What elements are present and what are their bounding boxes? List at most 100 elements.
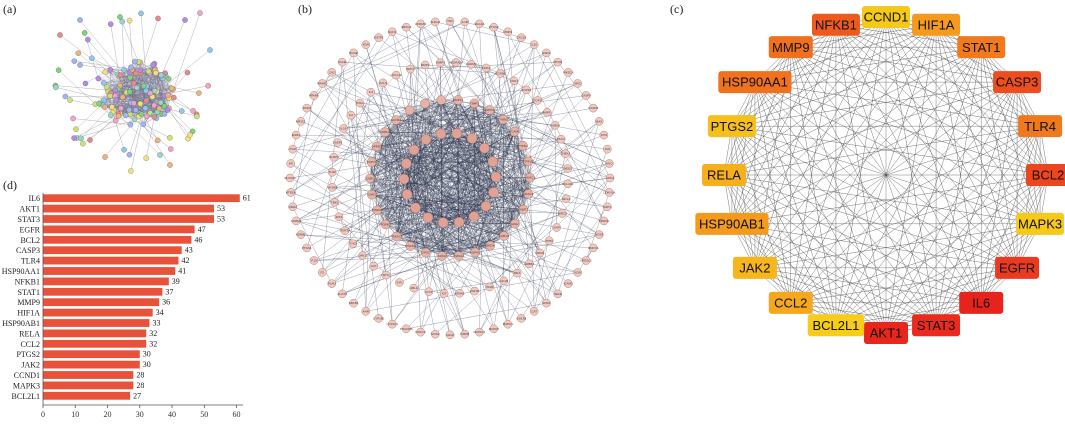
network-node <box>334 212 344 222</box>
network-node <box>481 63 491 73</box>
network-node-label: WEE1 <box>563 167 572 171</box>
network-node <box>556 134 566 144</box>
hub-node-il6: IL6 <box>959 291 1004 314</box>
network-node-label: TYK2 <box>349 242 357 246</box>
string-node <box>128 64 134 71</box>
network-node <box>366 157 377 167</box>
bar-hsp90aa1 <box>43 267 176 275</box>
network-node-label: ADORA2A <box>449 61 463 65</box>
string-node <box>143 155 149 161</box>
hub-node-label: EGFR <box>999 260 1035 275</box>
bar-value-label: 28 <box>136 381 144 390</box>
network-node <box>339 124 348 133</box>
network-node <box>416 327 425 337</box>
hub-node-label: MAPK3 <box>1018 216 1062 231</box>
string-node <box>171 94 177 101</box>
network-node-label: HTR2A <box>286 190 296 194</box>
string-node <box>117 72 124 78</box>
network-node <box>340 226 350 235</box>
network-node-label: MMP2 <box>503 30 512 34</box>
string-node <box>112 87 118 94</box>
network-node <box>561 194 571 204</box>
network-node <box>460 17 470 27</box>
string-node <box>121 67 127 73</box>
network-node-label: CDK4 <box>606 176 614 180</box>
bar-category-label: MMP9 <box>17 298 40 307</box>
bar-category-label: PTGS2 <box>16 350 40 359</box>
string-node <box>187 132 193 138</box>
hub-node-label: HIF1A <box>918 17 955 32</box>
network-node <box>488 187 499 198</box>
network-node-label: BTK <box>383 273 389 277</box>
network-node <box>588 243 598 253</box>
network-node-label: THBD <box>499 117 508 121</box>
network-node-label: CASP9 <box>581 93 591 97</box>
network-node <box>381 270 391 280</box>
network-node-label: PPARA <box>309 93 319 97</box>
network-node-label: ERBB2 <box>524 262 534 266</box>
bar-rela <box>43 329 147 338</box>
network-node <box>509 76 519 86</box>
string-node <box>77 17 83 23</box>
network-node <box>552 223 561 232</box>
network-node-label: CHEK1 <box>560 152 570 156</box>
network-node-label: FLT3 <box>425 290 432 294</box>
string-node <box>156 105 162 112</box>
bar-category-label: MAPK3 <box>13 381 40 390</box>
network-node <box>594 230 604 239</box>
hub-node-bcl2l1: BCL2L1 <box>807 314 865 337</box>
network-node <box>286 159 295 168</box>
string-node <box>138 111 145 117</box>
network-node <box>542 108 552 117</box>
string-node <box>119 94 126 101</box>
bar-value-label: 36 <box>162 298 170 307</box>
network-node-label: PARP1 <box>542 110 552 114</box>
network-node <box>544 236 554 246</box>
hub-node-label: STAT3 <box>917 318 956 333</box>
network-node-label: JUN <box>604 147 610 151</box>
bar-category-label: BCL2 <box>20 236 40 245</box>
bar-category-label: CCL2 <box>20 340 40 349</box>
string-node <box>143 87 149 94</box>
x-tick-label: 0 <box>41 410 45 419</box>
network-node-label: CCL5 <box>379 81 387 85</box>
hub-node-label: HSP90AA1 <box>722 75 788 90</box>
bar-value-label: 30 <box>143 350 151 359</box>
network-node <box>445 330 455 340</box>
network-node-label: SELE <box>554 292 562 296</box>
network-node <box>533 96 542 105</box>
hub-node-nfkb1: NFKB1 <box>811 13 860 36</box>
network-node-label: IL4 <box>369 90 374 94</box>
network-node <box>525 172 535 183</box>
network-node-label: AURKA <box>550 123 560 127</box>
string-network-panel <box>52 10 213 174</box>
network-node <box>309 91 319 100</box>
string-node <box>55 67 62 73</box>
network-node-label: MMP3 <box>436 61 445 65</box>
string-node <box>207 47 213 53</box>
network-node <box>542 48 551 58</box>
x-tick-label: 20 <box>104 410 112 419</box>
network-node-label: IL2 <box>349 113 354 117</box>
string-node <box>150 62 156 68</box>
bar-value-label: 61 <box>243 194 251 203</box>
network-node <box>420 247 431 258</box>
network-node-label: NOS2 <box>431 332 440 336</box>
network-node-label: EPHA2 <box>455 291 465 295</box>
network-node <box>430 17 440 27</box>
hub-node-label: MMP9 <box>772 40 810 55</box>
bar-value-label: 42 <box>181 256 189 265</box>
network-node-label: HDAC1 <box>525 176 536 180</box>
network-node-label: SERPINE1 <box>482 108 497 112</box>
network-node <box>503 319 513 329</box>
network-node <box>404 105 415 116</box>
bar-category-label: CCND1 <box>14 371 40 380</box>
hub-node-mapk3: MAPK3 <box>1016 212 1065 235</box>
network-node <box>581 256 591 265</box>
bar-category-label: AKT1 <box>20 205 40 214</box>
network-node <box>401 189 413 200</box>
network-node <box>529 40 539 49</box>
network-node <box>451 128 463 139</box>
network-node <box>420 134 432 145</box>
